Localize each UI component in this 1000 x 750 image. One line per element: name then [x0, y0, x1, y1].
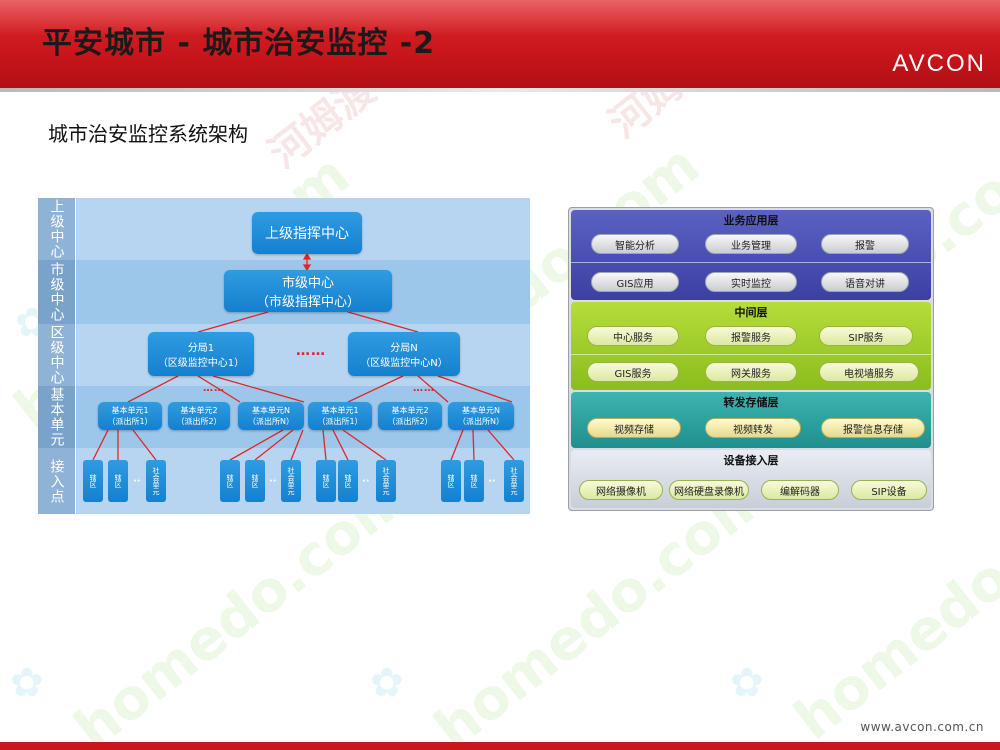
social-unit-node: 社会单元 — [376, 460, 396, 502]
basic-unit-node: 基本单元N （派出所N） — [448, 402, 514, 430]
flower-watermark-icon: ✿ — [10, 660, 44, 706]
basic-unit-node: 基本单元N （派出所N） — [238, 402, 304, 430]
layer-item: 业务管理 — [705, 234, 797, 254]
header-divider — [0, 88, 1000, 92]
level-label: 市级中心 — [48, 262, 65, 322]
node-label: 基本单元1 — [111, 406, 149, 415]
layer-item: 报警服务 — [705, 326, 797, 346]
layer-item: 编解码器 — [761, 480, 839, 500]
access-point-node: 辖区 — [464, 460, 484, 502]
level-label: 基本单元 — [48, 387, 65, 447]
node-label: 基本单元N — [462, 406, 500, 415]
layer-architecture-diagram: 业务应用层 智能分析 业务管理 报警 GIS应用 实时监控 语音对讲 中间层 中… — [568, 207, 934, 511]
district-node-1: 分局1 （区级监控中心1） — [148, 332, 254, 376]
access-point-node: 辖区 — [316, 460, 336, 502]
layer-item: 视频转发 — [705, 418, 801, 438]
node-label: 基本单元2 — [180, 406, 218, 415]
layer-item: SIP服务 — [819, 326, 913, 346]
layer-item: GIS应用 — [591, 272, 679, 292]
social-unit-node: 社会单元 — [281, 460, 301, 502]
section-subtitle: 城市治安监控系统架构 — [48, 122, 248, 146]
layer-item: 网络硬盘录像机 — [669, 480, 749, 500]
layer-item: 中心服务 — [587, 326, 679, 346]
node-sublabel: （派出所1） — [107, 417, 153, 426]
access-point-node: 辖区 — [108, 460, 128, 502]
node-sublabel: （派出所N） — [458, 417, 504, 426]
device-access-layer: 设备接入层 网络摄像机 网络硬盘录像机 编解码器 SIP设备 — [571, 450, 931, 508]
node-sublabel: （派出所1） — [317, 417, 363, 426]
access-point-node: 辖区 — [441, 460, 461, 502]
slide-title: 平安城市 - 城市治安监控 -2 — [42, 26, 436, 61]
layer-item: 报警 — [821, 234, 909, 254]
hierarchy-diagram: 上级中心 市级中心 区级中心 基本单元 接入点 — [38, 198, 530, 514]
layer-title: 中间层 — [734, 306, 768, 319]
node-sublabel: （派出所2） — [387, 417, 433, 426]
node-label: 分局N — [390, 343, 418, 354]
access-ellipsis: ·· — [133, 476, 141, 487]
level-label: 上级中心 — [48, 199, 65, 259]
node-label: 上级指挥中心 — [265, 226, 349, 242]
level-label: 区级中心 — [48, 325, 65, 385]
city-center-node: 市级中心 （市级指挥中心） — [224, 270, 392, 312]
access-point-node: 辖区 — [83, 460, 103, 502]
avcon-logo: AVCON — [892, 50, 986, 77]
node-sublabel: （市级指挥中心） — [255, 295, 360, 310]
social-unit-node: 社会单元 — [146, 460, 166, 502]
business-application-layer: 业务应用层 智能分析 业务管理 报警 GIS应用 实时监控 语音对讲 — [571, 210, 931, 300]
access-point-node: 辖区 — [338, 460, 358, 502]
middleware-layer: 中间层 中心服务 报警服务 SIP服务 GIS服务 网关服务 电视墙服务 — [571, 302, 931, 390]
layer-item: 视频存储 — [587, 418, 681, 438]
level-label: 接入点 — [48, 458, 65, 504]
layer-title: 设备接入层 — [723, 454, 779, 467]
node-label: 基本单元N — [252, 406, 290, 415]
node-sublabel: （派出所N） — [248, 417, 294, 426]
basic-unit-node: 基本单元2 （派出所2） — [168, 402, 230, 430]
layer-item: 网关服务 — [705, 362, 797, 382]
node-sublabel: （区级监控中心1） — [157, 358, 245, 369]
layer-item: 实时监控 — [705, 272, 797, 292]
district-ellipsis: …… — [296, 343, 326, 359]
node-sublabel: （区级监控中心N） — [360, 358, 448, 369]
node-label: 基本单元2 — [391, 406, 429, 415]
connector-lines — [92, 252, 515, 461]
access-point-node: 辖区 — [245, 460, 265, 502]
layer-item: GIS服务 — [587, 362, 679, 382]
node-sublabel: （派出所2） — [176, 417, 222, 426]
unit-ellipsis: …… — [203, 383, 225, 394]
superior-command-center-node: 上级指挥中心 — [252, 212, 362, 254]
slide-header: 平安城市 - 城市治安监控 -2 AVCON — [0, 0, 1000, 88]
flower-watermark-icon: ✿ — [730, 660, 764, 706]
layer-item: SIP设备 — [851, 480, 927, 500]
access-point-node: 辖区 — [220, 460, 240, 502]
layer-item: 网络摄像机 — [579, 480, 663, 500]
node-label: 分局1 — [187, 343, 215, 354]
layer-item: 语音对讲 — [821, 272, 909, 292]
layer-item: 报警信息存储 — [821, 418, 925, 438]
layer-item: 智能分析 — [591, 234, 679, 254]
basic-unit-node: 基本单元2 （派出所2） — [378, 402, 442, 430]
social-unit-node: 社会单元 — [504, 460, 524, 502]
node-label: 市级中心 — [281, 276, 334, 291]
layer-title: 转发存储层 — [723, 396, 779, 409]
basic-unit-node: 基本单元1 （派出所1） — [98, 402, 162, 430]
flower-watermark-icon: ✿ — [370, 660, 404, 706]
layer-item: 电视墙服务 — [819, 362, 919, 382]
access-ellipsis: ·· — [488, 476, 496, 487]
district-node-n: 分局N （区级监控中心N） — [348, 332, 460, 376]
node-label: 基本单元1 — [321, 406, 359, 415]
access-ellipsis: ·· — [362, 476, 370, 487]
footer-url: www.avcon.com.cn — [860, 720, 984, 734]
layer-title: 业务应用层 — [723, 214, 779, 227]
basic-unit-node: 基本单元1 （派出所1） — [308, 402, 372, 430]
forward-storage-layer: 转发存储层 视频存储 视频转发 报警信息存储 — [571, 392, 931, 448]
unit-ellipsis: …… — [413, 383, 435, 394]
access-ellipsis: ·· — [269, 476, 277, 487]
footer-bar — [0, 742, 1000, 750]
